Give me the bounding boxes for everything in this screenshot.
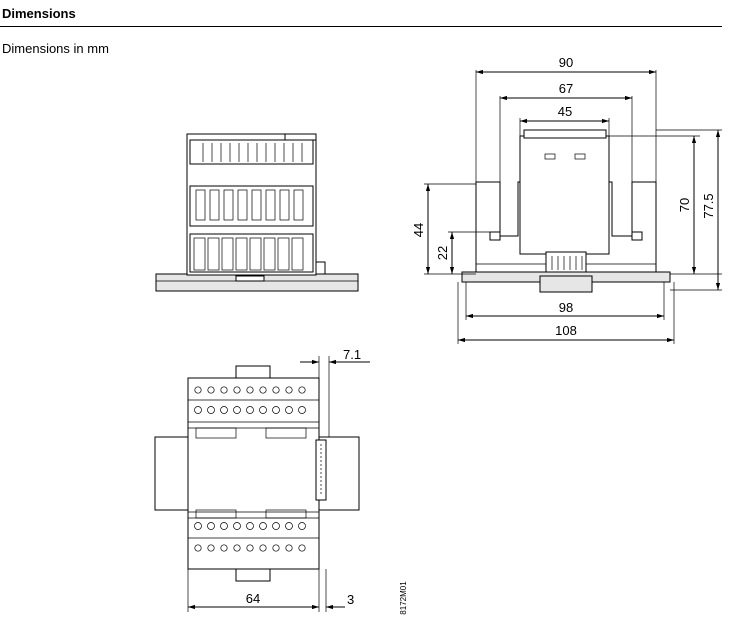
dim-3: 3: [347, 592, 354, 607]
dim-67: 67: [559, 81, 573, 96]
front-view: [155, 133, 359, 292]
drawing-number: 8172M01: [399, 581, 408, 615]
dim-77-5: 77.5: [701, 193, 716, 218]
dim-7-1: 7.1: [343, 347, 361, 362]
top-view: [154, 356, 370, 612]
top-module-body: [187, 377, 320, 570]
dim-22: 22: [435, 246, 450, 260]
section-title: Dimensions: [2, 6, 76, 21]
dim-70: 70: [677, 198, 692, 212]
dim-44: 44: [411, 223, 426, 237]
dim-108: 108: [555, 323, 577, 338]
dim-98: 98: [559, 300, 573, 315]
side-upper-module: [519, 135, 610, 255]
side-view: [424, 69, 722, 344]
dim-45: 45: [558, 104, 572, 119]
units-note: Dimensions in mm: [2, 41, 109, 56]
top-rail-left: [154, 436, 189, 511]
dim-90: 90: [559, 55, 573, 70]
dim-64: 64: [246, 591, 260, 606]
title-rule: [0, 26, 722, 27]
